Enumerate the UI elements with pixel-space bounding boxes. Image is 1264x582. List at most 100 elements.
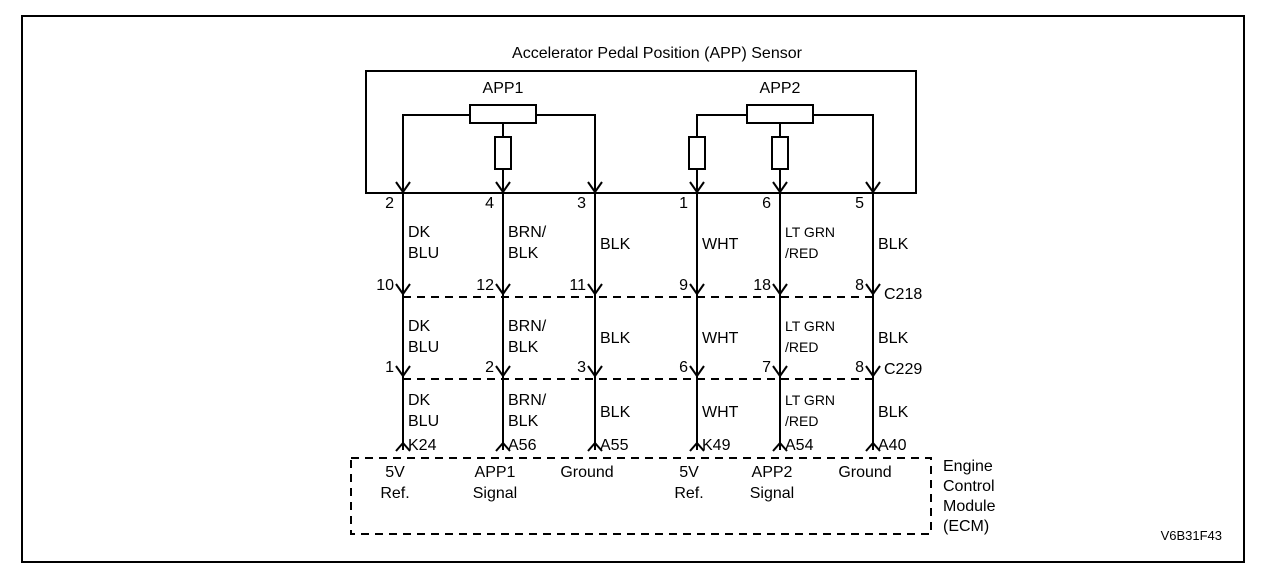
circuit-5-ecm-function-line1: APP2 [752,464,793,481]
circuit-5-terminal-3 [772,365,788,378]
circuit-1-pin-c218: 10 [376,277,394,294]
circuit-4-pin-c218: 9 [679,277,688,294]
circuit-3-color-seg1-line1: BLK [600,236,631,253]
circuits: 2101DKBLUDKBLUDKBLUK245VRef.4122BRN/BLKB… [376,181,909,502]
circuit-1-terminal-3 [395,365,411,378]
circuit-6-pin-sensor: 5 [855,195,864,212]
circuit-4-pin-c229: 6 [679,359,688,376]
circuit-3-pin-c218: 11 [569,277,586,294]
circuit-1-ecm-function-line1: 5V [385,464,405,481]
circuit-2-ecm-terminal [495,441,511,452]
circuit-4-ecm-function-line2: Ref. [674,485,703,502]
app-sensor-box [365,70,917,194]
circuit-4-ecm-function-line1: 5V [679,464,699,481]
circuit-6-ecm-function-line1: Ground [838,464,891,481]
circuit-5-terminal-2 [772,283,788,296]
circuit-2-color-seg3-line2: BLK [508,413,539,430]
circuit-2-terminal-1 [495,181,511,194]
circuit-5-color-seg1-line1: LT GRN [785,224,835,240]
circuit-5-color-seg2-line1: LT GRN [785,318,835,334]
circuit-2-color-seg1-line2: BLK [508,245,539,262]
circuit-4-terminal-2 [689,283,705,296]
app1-potentiometer [402,104,596,190]
circuit-6-ecm-terminal [865,441,881,452]
circuit-2-pin-sensor: 4 [485,195,494,212]
circuit-5-pin-c218: 18 [753,277,771,294]
circuit-1-terminal-2 [395,283,411,296]
sensor-title: Accelerator Pedal Position (APP) Sensor [512,45,803,62]
circuit-4-ecm-pin: K49 [702,437,731,454]
circuit-1-color-seg2-line2: BLU [408,339,439,356]
app1-label: APP1 [483,80,524,97]
circuit-3-pin-sensor: 3 [577,195,586,212]
circuit-3-ecm-pin: A55 [600,437,629,454]
app2-potentiometer [688,104,874,190]
circuit-3-terminal-1 [587,181,603,194]
ecm-box [350,457,932,535]
circuit-6-pin-c229: 8 [855,359,864,376]
circuit-3-color-seg2-line1: BLK [600,330,631,347]
circuit-5-ecm-function-line2: Signal [750,485,794,502]
circuit-1-ecm-function-line2: Ref. [380,485,409,502]
ecm-label-line3: Module [943,498,996,515]
circuit-1-ecm-pin: K24 [408,437,437,454]
circuit-3-color-seg3-line1: BLK [600,404,631,421]
circuit-6-terminal-3 [865,365,881,378]
circuit-1-pin-c229: 1 [385,359,394,376]
circuit-6-color-seg1-line1: BLK [878,236,909,253]
circuit-1-terminal-1 [395,181,411,194]
circuit-6-pin-c218: 8 [855,277,864,294]
circuit-2-pin-c218: 12 [476,277,494,294]
circuit-4-ecm-terminal [689,441,705,452]
circuit-6-terminal-1 [865,181,881,194]
circuit-5-color-seg2-line2: /RED [785,339,818,355]
circuit-1-color-seg2-line1: DK [408,318,431,335]
circuit-5-color-seg1-line2: /RED [785,245,818,261]
figure-frame [21,15,1245,563]
circuit-6-color-seg3-line1: BLK [878,404,909,421]
circuit-2-pin-c229: 2 [485,359,494,376]
circuit-2-ecm-function-line1: APP1 [475,464,516,481]
circuit-2-terminal-2 [495,283,511,296]
circuit-2-ecm-pin: A56 [508,437,537,454]
connector-c218-label: C218 [884,286,922,303]
circuit-4-color-seg2-line1: WHT [702,330,739,347]
circuit-1-pin-sensor: 2 [385,195,394,212]
circuit-6-ecm-pin: A40 [878,437,907,454]
ecm-label-line2: Control [943,478,995,495]
circuit-2-color-seg1-line1: BRN/ [508,224,547,241]
circuit-1-color-seg3-line1: DK [408,392,431,409]
circuit-3-ecm-function-line1: Ground [560,464,613,481]
circuit-3-terminal-2 [587,283,603,296]
circuit-2-color-seg3-line1: BRN/ [508,392,547,409]
circuit-5-pin-c229: 7 [762,359,771,376]
circuit-5-terminal-1 [772,181,788,194]
circuit-5-pin-sensor: 6 [762,195,771,212]
circuit-6-color-seg2-line1: BLK [878,330,909,347]
circuit-4-color-seg1-line1: WHT [702,236,739,253]
circuit-3-ecm-terminal [587,441,603,452]
connector-c229-label: C229 [884,361,922,378]
circuit-4-terminal-1 [689,181,705,194]
circuit-3-pin-c229: 3 [577,359,586,376]
ecm-label: Engine Control Module (ECM) [943,458,1000,535]
circuit-1-color-seg3-line2: BLU [408,413,439,430]
circuit-4-pin-sensor: 1 [679,195,688,212]
circuit-4-color-seg3-line1: WHT [702,404,739,421]
circuit-5-ecm-terminal [772,441,788,452]
app2-label: APP2 [760,80,801,97]
figure-code: V6B31F43 [1161,528,1222,543]
circuit-4-terminal-3 [689,365,705,378]
circuit-5-color-seg3-line1: LT GRN [785,392,835,408]
circuit-6-terminal-2 [865,283,881,296]
circuit-1-color-seg1-line1: DK [408,224,431,241]
circuit-5-color-seg3-line2: /RED [785,413,818,429]
circuit-3-terminal-3 [587,365,603,378]
circuit-1-ecm-terminal [395,441,411,452]
circuit-2-terminal-3 [495,365,511,378]
circuit-5-ecm-pin: A54 [785,437,814,454]
ecm-label-line1: Engine [943,458,993,475]
ecm-label-line4: (ECM) [943,518,989,535]
circuit-2-color-seg2-line2: BLK [508,339,539,356]
